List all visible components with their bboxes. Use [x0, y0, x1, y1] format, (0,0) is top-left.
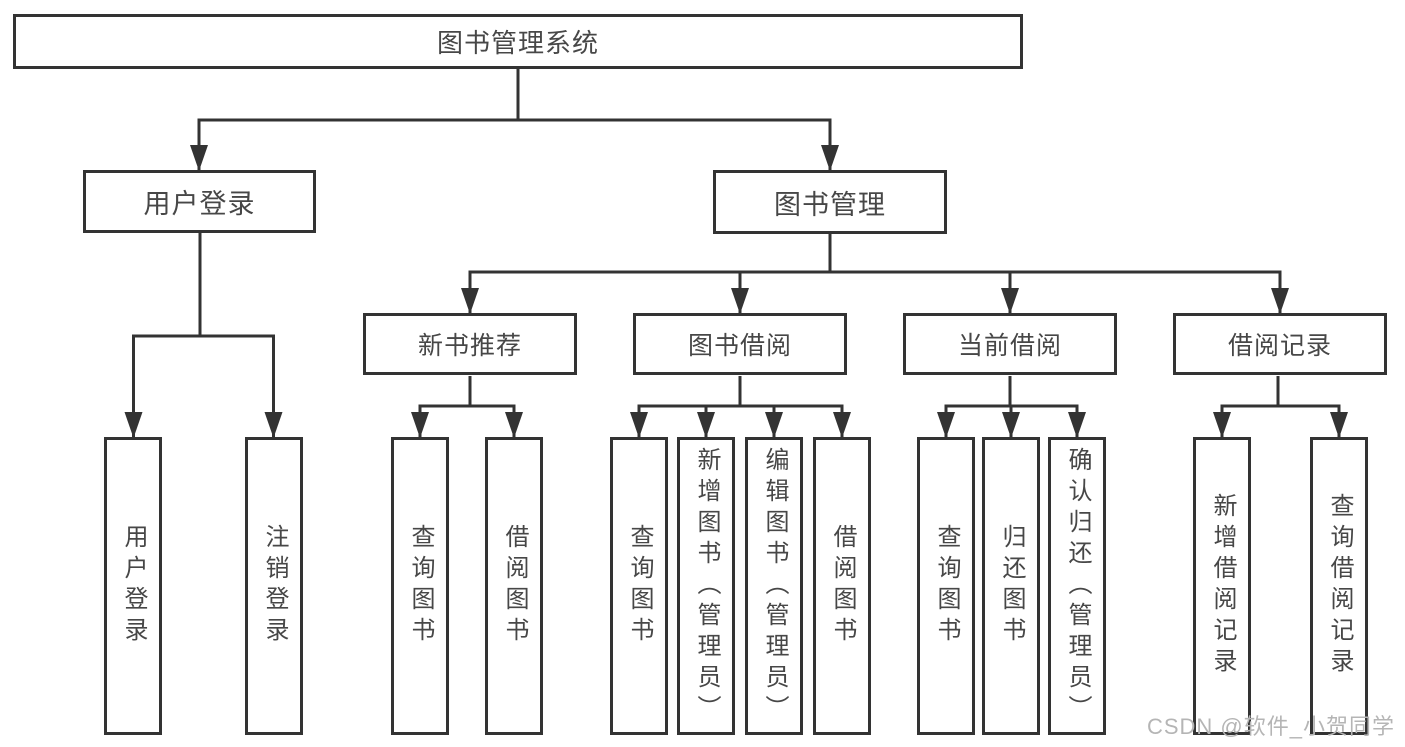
node-cb-return-books: 归还图书	[982, 437, 1040, 735]
node-bb-query-books: 查询图书	[610, 437, 668, 735]
node-bb-edit-books-admin-label: 编辑图书（管理员）	[761, 446, 788, 726]
node-new-book-recommend-label: 新书推荐	[417, 332, 522, 360]
node-book-borrow-label: 图书借阅	[687, 332, 792, 360]
node-br-query-record: 查询借阅记录	[1310, 437, 1368, 735]
node-book-management-label: 图书管理	[774, 189, 886, 220]
node-nbr-query-books-label: 查询图书	[407, 524, 434, 648]
node-bb-borrow-books: 借阅图书	[813, 437, 871, 735]
node-user-login-login-label: 用户登录	[120, 524, 147, 648]
node-br-query-record-label: 查询借阅记录	[1326, 493, 1353, 679]
node-bb-edit-books-admin: 编辑图书（管理员）	[745, 437, 803, 735]
watermark: CSDN @软件_小贺同学	[1146, 714, 1395, 739]
node-br-add-record-label: 新增借阅记录	[1209, 493, 1236, 679]
node-current-borrow: 当前借阅	[903, 313, 1117, 375]
node-new-book-recommend: 新书推荐	[363, 313, 577, 375]
node-book-borrow: 图书借阅	[633, 313, 847, 375]
node-bb-borrow-books-label: 借阅图书	[829, 524, 856, 648]
node-nbr-borrow-books: 借阅图书	[485, 437, 543, 735]
node-root: 图书管理系统	[13, 14, 1023, 69]
node-borrow-records-label: 借阅记录	[1227, 332, 1332, 360]
node-user-login-logout: 注销登录	[245, 437, 303, 735]
node-cb-query-books: 查询图书	[917, 437, 975, 735]
node-nbr-borrow-books-label: 借阅图书	[501, 524, 528, 648]
node-cb-return-books-label: 归还图书	[998, 524, 1025, 648]
node-cb-confirm-return-admin-label: 确认归还（管理员）	[1064, 446, 1091, 726]
node-bb-add-books-admin: 新增图书（管理员）	[677, 437, 735, 735]
node-user-login: 用户登录	[83, 170, 316, 233]
node-nbr-query-books: 查询图书	[391, 437, 449, 735]
node-bb-add-books-admin-label: 新增图书（管理员）	[693, 446, 720, 726]
node-bb-query-books-label: 查询图书	[626, 524, 653, 648]
node-cb-query-books-label: 查询图书	[933, 524, 960, 648]
node-user-login-login: 用户登录	[104, 437, 162, 735]
node-current-borrow-label: 当前借阅	[957, 332, 1062, 360]
node-user-login-logout-label: 注销登录	[261, 524, 288, 648]
node-root-label: 图书管理系统	[436, 28, 599, 58]
node-book-management: 图书管理	[713, 170, 947, 234]
node-cb-confirm-return-admin: 确认归还（管理员）	[1048, 437, 1106, 735]
node-br-add-record: 新增借阅记录	[1193, 437, 1251, 735]
node-user-login-label: 用户登录	[143, 189, 256, 219]
node-borrow-records: 借阅记录	[1173, 313, 1387, 375]
